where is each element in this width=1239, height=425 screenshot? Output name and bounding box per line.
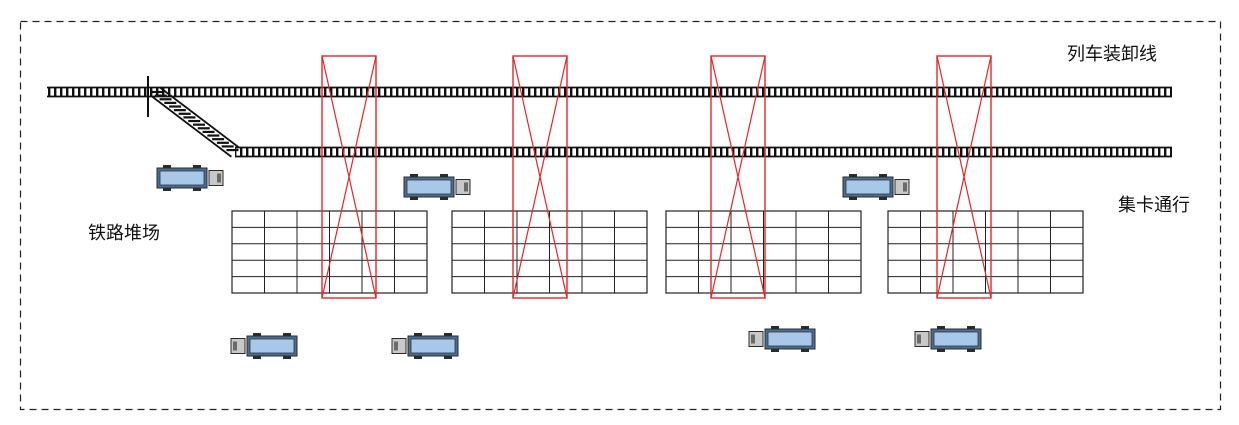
loading-line-label: 列车装卸线 bbox=[1067, 44, 1157, 65]
truck-lane-label: 集卡通行 bbox=[1118, 195, 1190, 216]
gantry-crane-4 bbox=[936, 55, 992, 299]
container-truck-6 bbox=[748, 326, 816, 352]
storage-block-2 bbox=[451, 210, 648, 294]
storage-block-1 bbox=[231, 210, 428, 294]
main-track bbox=[47, 86, 1172, 98]
container-truck-5 bbox=[391, 333, 459, 359]
storage-block-3 bbox=[665, 210, 862, 294]
gantry-crane-2 bbox=[512, 55, 568, 299]
storage-block-4 bbox=[887, 210, 1084, 294]
container-truck-3 bbox=[842, 174, 910, 200]
gantry-crane-1 bbox=[321, 55, 377, 299]
connecting-track bbox=[150, 86, 240, 158]
yard-boundary bbox=[19, 20, 1222, 411]
container-truck-7 bbox=[914, 326, 982, 352]
gantry-crane-3 bbox=[710, 55, 766, 299]
container-truck-2 bbox=[403, 174, 471, 200]
gantry-cranes bbox=[321, 55, 992, 299]
container-truck-4 bbox=[230, 333, 298, 359]
container-trucks bbox=[156, 165, 982, 359]
container-truck-1 bbox=[156, 165, 224, 191]
loading-track bbox=[235, 146, 1172, 158]
railway-tracks bbox=[47, 76, 1172, 158]
rail-yard-label: 铁路堆场 bbox=[88, 223, 160, 244]
storage-blocks bbox=[231, 210, 1084, 294]
